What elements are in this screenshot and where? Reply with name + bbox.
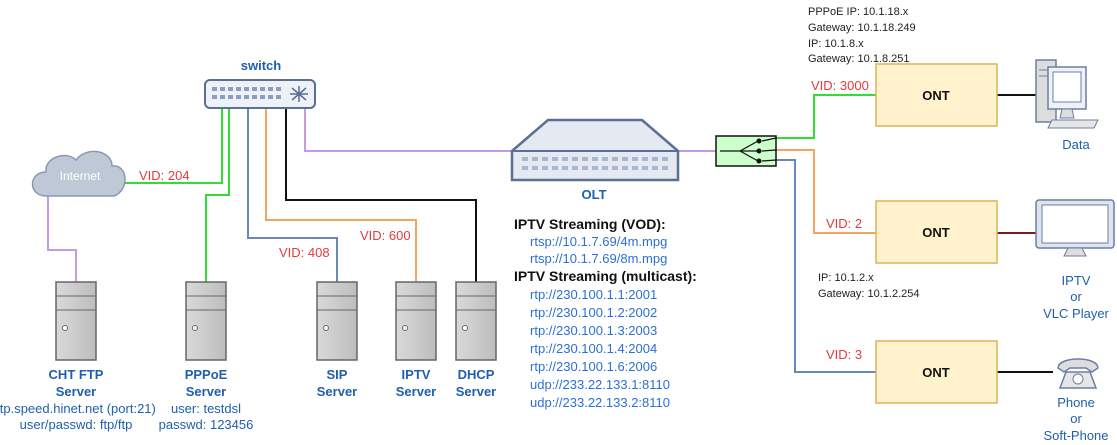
pppoe-info-2: passwd: 123456 <box>159 417 254 432</box>
internet-label: Internet <box>60 169 101 183</box>
vid-data: VID: 3000 <box>811 78 869 93</box>
info-ip: IP: 10.1.8.x <box>808 38 864 50</box>
ont-phone-label: ONT <box>922 365 950 380</box>
olt-label: OLT <box>581 187 606 202</box>
link-switch-olt <box>304 108 512 152</box>
multicast-url-3: rtp://230.100.1.3:2003 <box>530 323 657 338</box>
vid-iptv-server: VID: 600 <box>360 228 411 243</box>
iptv-server-label-1: IPTV <box>402 367 431 382</box>
info-gateway-2: Gateway: 10.1.8.251 <box>808 53 910 65</box>
client-phone-label-3: Soft-Phone <box>1043 428 1108 443</box>
client-iptv-label-3: VLC Player <box>1043 306 1109 321</box>
ont-iptv: ONT <box>875 200 998 264</box>
client-data-label: Data <box>1062 137 1090 152</box>
vid-internet: VID: 204 <box>139 168 190 183</box>
switch-label: switch <box>241 58 282 73</box>
desktop-pc-icon <box>1035 59 1099 129</box>
iptv-server-label-2: Server <box>396 384 436 399</box>
link-splitter-ont-phone <box>776 159 876 373</box>
telephone-icon <box>1057 358 1099 389</box>
dhcp-label-2: Server <box>456 384 496 399</box>
client-iptv-label-1: IPTV <box>1062 273 1091 288</box>
cht-ftp-info-2: user/passwd: ftp/ftp <box>20 417 133 432</box>
info-pppoe-ip: PPPoE IP: 10.1.18.x <box>808 6 909 18</box>
ont-data: ONT <box>875 63 998 127</box>
sip-label-1: SIP <box>327 367 348 382</box>
link-internet-switch <box>120 108 223 184</box>
server-iptv-icon <box>395 281 437 361</box>
link-internet-ftp <box>47 195 77 282</box>
multicast-url-7: udp://233.22.133.2:8110 <box>530 395 670 410</box>
link-switch-iptv <box>265 108 417 282</box>
link-switch-sip <box>247 108 338 282</box>
pppoe-label-2: Server <box>186 384 226 399</box>
vid-sip: VID: 408 <box>279 245 330 260</box>
link-splitter-ont-iptv <box>776 149 876 234</box>
link-splitter-ont-data <box>776 94 876 139</box>
multicast-url-4: rtp://230.100.1.4:2004 <box>530 341 657 356</box>
internet-cloud-icon: Internet <box>31 150 126 197</box>
link-switch-pppoe <box>205 108 230 282</box>
multicast-url-2: rtp://230.100.1.2:2002 <box>530 305 657 320</box>
cht-ftp-label-2: Server <box>56 384 96 399</box>
server-pppoe-icon <box>185 281 227 361</box>
sip-label-2: Server <box>317 384 357 399</box>
pppoe-info-1: user: testdsl <box>171 401 241 416</box>
server-cht-ftp-icon <box>55 281 97 361</box>
streaming-info: IPTV Streaming (VOD): rtsp://10.1.7.69/4… <box>514 216 697 410</box>
server-dhcp-icon <box>455 281 497 361</box>
client-phone-label-2: or <box>1070 411 1082 426</box>
dhcp-label-1: DHCP <box>458 367 495 382</box>
monitor-icon <box>1035 199 1115 257</box>
vid-phone: VID: 3 <box>826 347 862 362</box>
ont-data-label: ONT <box>922 88 950 103</box>
multicast-url-5: rtp://230.100.1.6:2006 <box>530 359 657 374</box>
switch-icon <box>204 79 316 109</box>
vid-iptv: VID: 2 <box>826 216 862 231</box>
multicast-url-6: udp://233.22.133.1:8110 <box>530 377 670 392</box>
pppoe-label-1: PPPoE <box>185 367 228 382</box>
vod-url-2: rtsp://10.1.7.69/8m.mpg <box>530 251 667 266</box>
server-sip-icon <box>316 281 358 361</box>
cht-ftp-label-1: CHT FTP <box>49 367 104 382</box>
cht-ftp-info-1: ftp.speed.hinet.net (port:21) <box>0 401 156 416</box>
info-gateway-1: Gateway: 10.1.18.249 <box>808 22 916 34</box>
ont-phone: ONT <box>875 340 998 404</box>
splitter-icon <box>715 135 777 167</box>
vod-url-1: rtsp://10.1.7.69/4m.mpg <box>530 234 667 249</box>
client-iptv-label-2: or <box>1070 289 1082 304</box>
ont-iptv-label: ONT <box>922 225 950 240</box>
vod-title: IPTV Streaming (VOD): <box>514 216 666 232</box>
multicast-title: IPTV Streaming (multicast): <box>514 268 697 284</box>
link-switch-dhcp <box>285 108 477 282</box>
multicast-url-1: rtp://230.100.1.1:2001 <box>530 287 657 302</box>
client-phone-label-1: Phone <box>1057 395 1095 410</box>
connections <box>47 94 1053 373</box>
olt-icon <box>510 118 680 182</box>
info-iptv-ip: IP: 10.1.2.x <box>818 272 874 284</box>
info-iptv-gateway: Gateway: 10.1.2.254 <box>818 288 920 300</box>
